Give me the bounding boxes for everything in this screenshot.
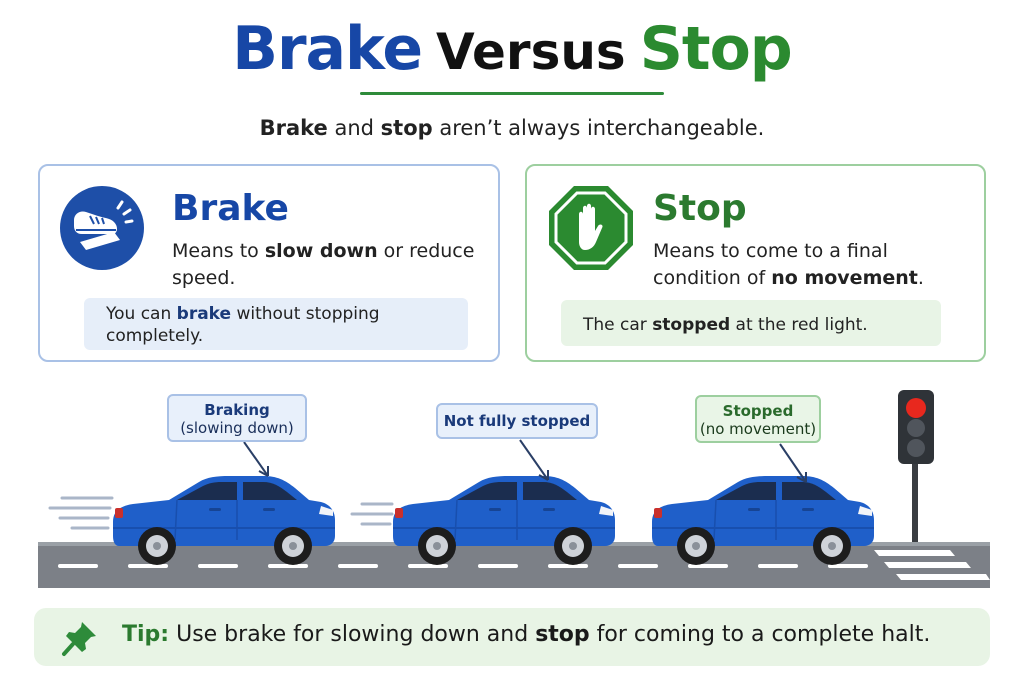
- tip-text-2: for coming to a complete halt.: [589, 622, 931, 647]
- stop-example: The car stopped at the red light.: [561, 300, 941, 346]
- pushpin-icon: [60, 618, 100, 658]
- stop-example-bold: stopped: [652, 315, 731, 335]
- brake-example-bold: brake: [176, 304, 232, 324]
- brake-example: You can brake without stopping completel…: [84, 298, 468, 350]
- stop-desc-text-2: .: [917, 267, 924, 289]
- title-underline: [360, 92, 664, 95]
- callout-stopped-subtitle: (no movement): [699, 420, 817, 438]
- tip-banner: Tip: Use brake for slowing down and stop…: [34, 608, 990, 666]
- brake-heading: Brake: [172, 188, 289, 229]
- callout-braking-subtitle: (slowing down): [180, 419, 294, 437]
- subtitle-stop: stop: [380, 116, 433, 140]
- callout-braking: Braking (slowing down): [167, 394, 307, 442]
- crosswalk: [874, 550, 990, 580]
- traffic-light: [898, 390, 934, 542]
- stop-desc-bold: no movement: [771, 267, 918, 289]
- amber-light: [907, 419, 925, 437]
- brake-example-text-1: You can: [106, 304, 177, 324]
- callout-stopped-title: Stopped: [722, 402, 794, 420]
- lane-markings: [58, 564, 868, 568]
- title-brake: Brake: [232, 14, 423, 84]
- brake-desc-bold: slow down: [264, 240, 378, 262]
- speed-lines: [48, 496, 394, 530]
- brake-desc-text-2: or reduce speed.: [172, 240, 475, 289]
- subtitle-brake: Brake: [259, 116, 328, 140]
- tip-text: Tip: Use brake for slowing down and stop…: [122, 622, 930, 647]
- stop-example-text-2: at the red light.: [730, 315, 868, 335]
- red-light: [906, 398, 926, 418]
- subtitle: Brake and stop aren’t always interchange…: [0, 116, 1024, 140]
- title-versus: Versus: [436, 23, 626, 81]
- stop-example-text-1: The car: [583, 315, 653, 335]
- green-light: [907, 439, 925, 457]
- callout-stopped: Stopped (no movement): [695, 395, 821, 443]
- tip-text-1: Use brake for slowing down and: [169, 622, 536, 647]
- road-scene: [38, 390, 990, 588]
- tip-label: Tip:: [122, 622, 170, 647]
- tip-bold: stop: [535, 622, 590, 647]
- foot-on-brake-pedal-icon: [60, 186, 144, 270]
- subtitle-text-1: and: [327, 116, 381, 140]
- brake-desc-text-1: Means to: [172, 240, 265, 262]
- stop-card: Stop Means to come to a final condition …: [525, 164, 986, 362]
- callout-braking-title: Braking: [204, 401, 270, 419]
- brake-description: Means to slow down or reduce speed.: [172, 238, 492, 292]
- brake-example-text-2: without stopping completely.: [106, 304, 380, 346]
- stop-hand-octagon-icon: [547, 184, 635, 272]
- stop-description: Means to come to a final condition of no…: [653, 238, 973, 292]
- stop-desc-text-1: Means to come to a final condition of: [653, 240, 888, 289]
- stop-heading: Stop: [653, 188, 747, 229]
- callout-not-fully-title: Not fully stopped: [443, 412, 591, 430]
- title-stop: Stop: [639, 14, 793, 84]
- callout-not-fully-stopped: Not fully stopped: [436, 403, 598, 439]
- subtitle-text-2: aren’t always interchangeable.: [432, 116, 765, 140]
- callout-arrows: [243, 439, 807, 483]
- brake-card: Brake Means to slow down or reduce speed…: [38, 164, 500, 362]
